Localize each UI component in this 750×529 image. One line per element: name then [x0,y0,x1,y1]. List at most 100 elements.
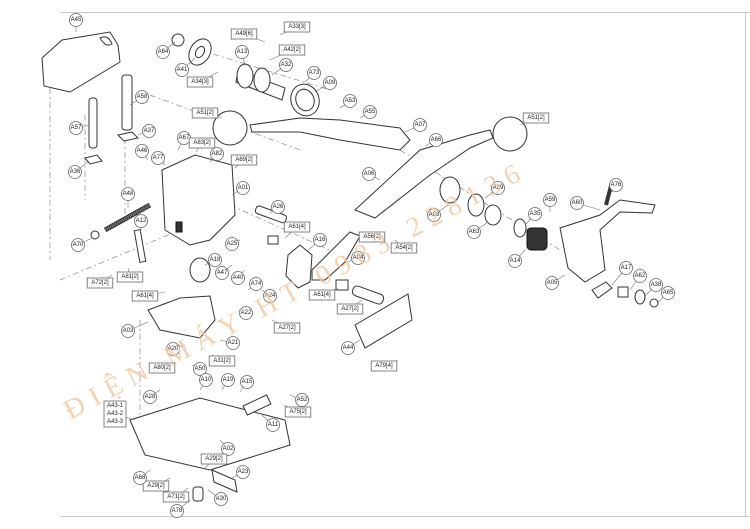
callout-label: A72[2] [91,280,109,286]
callout-label: A10 [201,377,212,383]
callout-a58: A58 [129,90,149,106]
callout-box [188,137,216,149]
callout-label: A42[2] [283,47,301,53]
bushing-a61-part [267,235,279,245]
callout-box [186,76,214,88]
callout-label: A02 [223,446,234,452]
callout-a19: A19 [221,373,235,391]
callout-box [200,453,228,465]
callout-a31: A31[2] [208,354,236,367]
callout-label: A77 [153,155,164,161]
callout-circle [133,471,147,485]
callout-label: A33[3] [288,24,306,30]
callout-label: A37 [144,128,155,134]
lever-a05-part [559,199,656,283]
callout-circle [467,225,481,239]
callout-label: A68 [135,475,146,481]
callout-label: A05 [547,280,558,286]
callout-circle [240,375,254,389]
callout-a52: A52 [289,393,309,407]
callout-label: A08 [429,212,440,218]
callout-a69: A69[2] [230,154,258,169]
callout-label: A58 [137,94,148,100]
callout-a12: A12 [134,214,148,230]
callout-label: A66 [431,137,442,143]
callout-circle [193,362,207,376]
callout-circle [166,342,180,356]
callout-circle [279,58,293,72]
callout-a53: A53 [339,94,357,109]
callout-circle [619,261,633,275]
callout-a65: A65 [657,286,675,303]
callout-label: A61[4] [313,292,331,298]
callout-a38: A38 [644,278,663,297]
callout-circle [208,253,222,267]
callout-circle [214,492,228,506]
callout-label: A20 [168,346,179,352]
callout-label: A03 [123,328,134,334]
callout-a01: A01 [231,181,250,196]
frame-a01-part [161,154,236,246]
callout-a77: A77 [151,151,166,166]
callout-circle [266,418,280,432]
callout-a34: A34[3] [186,71,219,88]
callout-a67: A67 [177,131,191,151]
callout-label: A60 [572,200,583,206]
callout-circle [570,196,584,210]
callout-a66: A66 [424,133,443,147]
callout-circle [215,266,229,280]
callout-label: A64 [158,49,169,55]
callout-a63: A63 [467,221,489,239]
callout-label: A27[2] [341,306,359,312]
callout-a61a: A61[4] [283,221,311,239]
callout-box [336,303,364,315]
callout-box [278,44,306,56]
callout-circle [221,373,235,387]
callout-a21: A21 [219,336,240,350]
callout-a02: A02 [219,439,235,456]
screw-a58-part [121,74,133,131]
callout-a07: A07 [404,118,427,133]
callout-a72: A72[2] [86,274,114,289]
callout-a25: A25 [225,237,241,251]
callout-label: A74 [251,281,262,287]
callout-label: A50 [195,366,206,372]
callout-label: A06 [364,171,375,177]
callout-circle [609,178,623,192]
callout-label: A70 [73,242,84,248]
callout-a74: A74 [247,277,263,291]
callout-a83: A83[2] [188,137,216,153]
callout-circle [175,63,189,77]
callout-label: A80[2] [153,365,171,371]
callout-a08: A08 [427,204,449,222]
callout-circle [543,193,557,207]
callout-a04: A04 [347,251,365,265]
callout-circle [649,278,663,292]
callout-circle [235,45,249,59]
callout-circle [68,165,82,179]
callout-circle [151,151,165,165]
callout-a48: A48 [121,187,135,208]
callout-a70: A70 [71,237,93,252]
cover-part [41,31,121,93]
callout-circle [135,90,149,104]
washer-a36-part [84,154,103,165]
callout-box [86,277,114,289]
callout-label: A78 [172,508,183,514]
callout-label: A27[2] [278,325,296,331]
callout-a27a: A27[2] [271,319,301,334]
callout-a49: A49[6] [230,28,266,43]
callout-circle [71,238,85,252]
callout-box [230,154,258,166]
callout-a37: A37 [137,124,156,138]
callout-a11: A11 [261,414,280,432]
callout-box [162,491,190,503]
callout-box [148,362,176,374]
callout-label: A31[2] [213,358,231,364]
callout-box [273,322,301,334]
roller-a14-part [526,227,548,251]
callout-circle [491,181,505,195]
callout-a78: A78 [170,499,191,518]
